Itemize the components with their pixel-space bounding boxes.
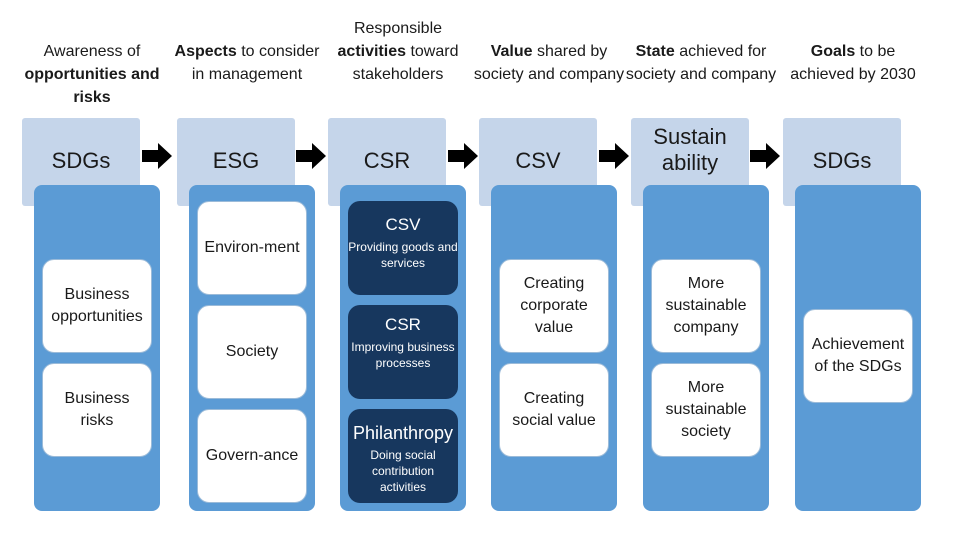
caption-activities: Responsible activities toward stakeholde… [322,17,474,86]
column-value: Value shared by society and company CSV … [474,0,624,546]
box-achievement-sdgs: Achievement of the SDGs [803,309,913,403]
caption-text: to be achieved by 2030 [790,43,916,83]
caption-text: shared by society and company [473,43,625,83]
box-title: CSR [385,315,421,334]
caption-bold: Aspects [174,43,237,60]
column-activities: Responsible activities toward stakeholde… [328,0,468,546]
caption-text: Awareness of [43,43,141,60]
caption-bold: activities [337,43,406,60]
caption-bold: Goals [810,43,856,60]
column-aspects: Aspects to consider in management ESG En… [175,0,319,546]
tab-label: Sustain ability [653,124,727,175]
panel-activities: CSV Providing goods and services CSR Imp… [340,185,466,511]
panel-aspects: Environ-ment Society Govern-ance [189,185,315,511]
caption-text: Responsible [353,20,443,37]
caption-bold: Value [490,43,533,60]
caption-text: to consider in management [191,43,320,83]
box-title: CSV [385,215,421,234]
column-state: State achieved for society and company S… [626,0,776,546]
panel-goals: Achievement of the SDGs [795,185,921,511]
caption-state: State achieved for society and company [625,40,777,86]
caption-value: Value shared by society and company [473,40,625,86]
caption-awareness: Awareness of opportunities and risks [16,40,168,109]
box-social-value: Creating social value [499,363,609,457]
caption-bold: opportunities and risks [24,66,160,106]
box-sustainable-company: More sustainable company [651,259,761,353]
panel-state: More sustainable company More sustainabl… [643,185,769,511]
box-business-opportunities: Business opportunities [42,259,152,353]
column-awareness: Awareness of opportunities and risks SDG… [22,0,162,546]
box-sustainable-society: More sustainable society [651,363,761,457]
panel-value: Creating corporate value Creating social… [491,185,617,511]
caption-text: achieved for society and company [625,43,777,83]
box-subtitle: Doing social contribution activities [370,448,436,494]
box-csr-processes: CSR Improving business processes [348,305,458,399]
box-title: Philanthropy [352,423,454,443]
caption-text: toward stakeholders [352,43,459,83]
box-environment: Environ-ment [197,201,307,295]
column-goals: Goals to be achieved by 2030 SDGs Achiev… [783,0,923,546]
box-csv-goods: CSV Providing goods and services [348,201,458,295]
caption-bold: State [635,43,675,60]
box-subtitle: Providing goods and services [348,240,458,270]
box-philanthropy: Philanthropy Doing social contribution a… [348,409,458,503]
box-society: Society [197,305,307,399]
panel-awareness: Business opportunities Business risks [34,185,160,511]
caption-goals: Goals to be achieved by 2030 [777,40,929,86]
box-business-risks: Business risks [42,363,152,457]
box-corporate-value: Creating corporate value [499,259,609,353]
box-governance: Govern-ance [197,409,307,503]
caption-aspects: Aspects to consider in management [171,40,323,86]
box-subtitle: Improving business processes [351,340,455,370]
